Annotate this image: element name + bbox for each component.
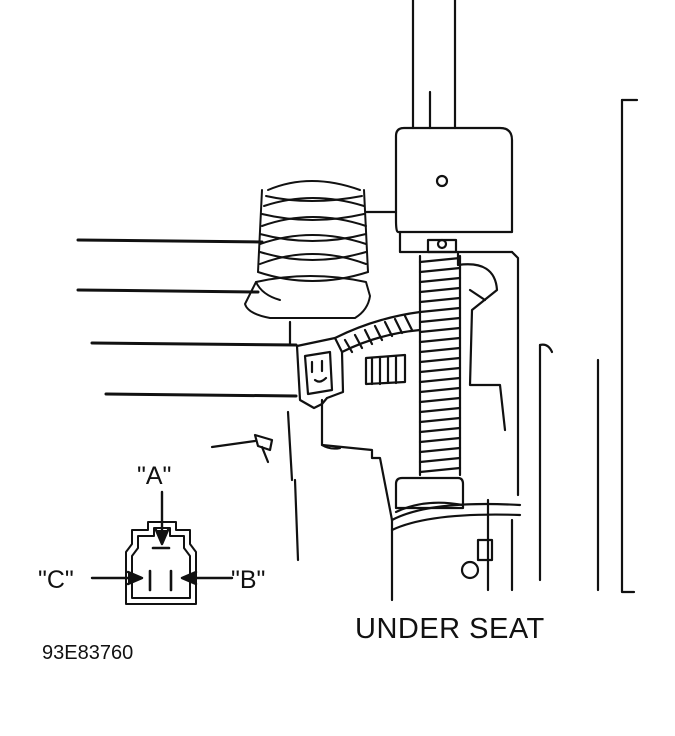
- diagram-caption: UNDER SEAT: [355, 613, 545, 645]
- wiring-harness: [333, 310, 422, 386]
- figure-number: 93E83760: [42, 642, 134, 664]
- terminal-b-label: "B": [231, 566, 266, 594]
- terminal-arrows: [90, 490, 234, 586]
- harness-connector: [295, 336, 345, 410]
- lower-bracket: [390, 498, 522, 602]
- seat-column: [364, 0, 520, 497]
- threaded-bolt: [394, 238, 465, 510]
- terminal-c-label: "C": [38, 566, 74, 594]
- seat-body: [210, 320, 394, 562]
- coil-spring: [244, 180, 371, 319]
- leader-lines: [76, 238, 298, 398]
- terminal-a-label: "A": [137, 462, 172, 490]
- terminal-connector: [125, 521, 197, 605]
- side-frame: [538, 98, 639, 594]
